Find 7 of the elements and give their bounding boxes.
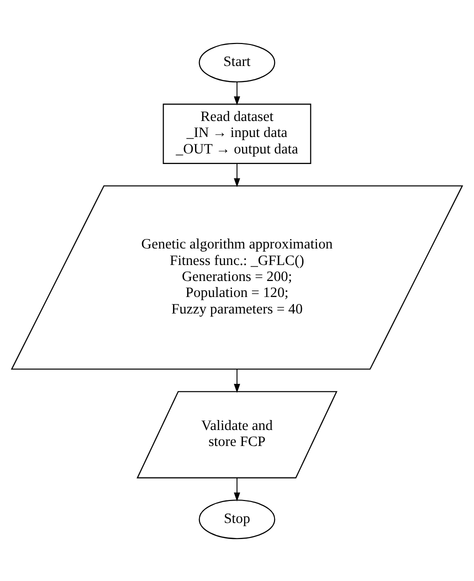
arrow bbox=[234, 368, 240, 392]
arrow bbox=[234, 477, 240, 502]
node-ellipse: Start bbox=[198, 42, 276, 82]
arrow bbox=[234, 80, 240, 105]
node-ellipse: Stop bbox=[198, 499, 276, 539]
node-box: Read dataset _IN → input data _OUT → output data bbox=[162, 103, 312, 164]
arrow bbox=[234, 162, 240, 187]
